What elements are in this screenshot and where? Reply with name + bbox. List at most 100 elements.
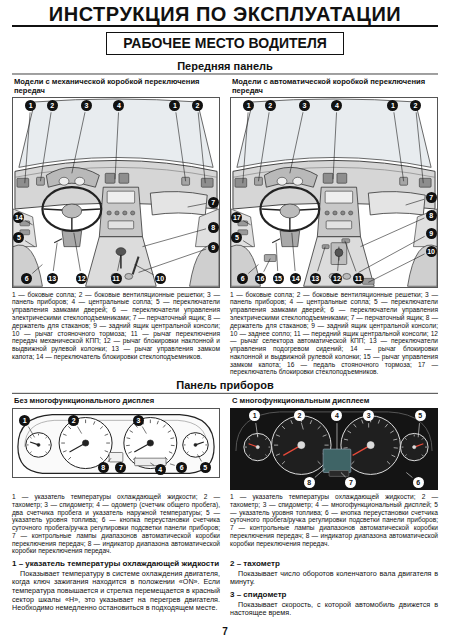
gauge (277, 178, 287, 186)
leader-line (72, 113, 85, 174)
gauge-tick (61, 443, 65, 444)
paragraph-text: Показывает температуру в системе охлажде… (12, 570, 220, 613)
leader-line (188, 204, 206, 208)
figure-heading: С многофункциональным дисплеем (230, 396, 438, 408)
button (123, 211, 127, 215)
gauge-tick (157, 421, 158, 424)
paragraph-text: Показывает число оборотов коленчатого ва… (230, 570, 438, 587)
leader-line (258, 113, 269, 182)
cluster-illustration (18, 415, 214, 474)
caption-text: 1 — боковые сопла; 2 — боковые вентиляци… (230, 291, 438, 376)
leader-line (315, 469, 325, 478)
button (325, 211, 329, 215)
gauge-hub (82, 440, 88, 446)
gear-indicator (329, 471, 349, 477)
steering-hub (280, 204, 300, 218)
callout-number: 3 (81, 100, 92, 111)
caption-text: 1 — указатель температуры охлаждающей жи… (12, 493, 220, 555)
gauge-tick (85, 420, 86, 424)
leader-line (142, 229, 206, 247)
gauge-tick (265, 455, 266, 456)
leader-line (359, 237, 425, 273)
caption-text: 1 — указатель температуры охлаждающей жи… (230, 493, 438, 547)
gauge-tick (276, 435, 280, 437)
gauge-tick (30, 452, 31, 453)
leader-line (416, 113, 423, 184)
steering-wheel (42, 188, 101, 232)
gauge-tick (282, 426, 285, 429)
gauge-hub (147, 440, 153, 446)
gauge-tick (126, 445, 130, 446)
gauge-tick (170, 437, 174, 439)
gear-knob (116, 248, 126, 256)
figure-frame: 123412145789613121110 (12, 97, 220, 287)
side-vent (201, 179, 213, 188)
leader-lines (256, 423, 420, 478)
gauge-tick (205, 444, 207, 445)
figure-heading: Модели с автоматической коробкой переклю… (230, 77, 438, 97)
gauge-tick (378, 420, 379, 424)
steering-spoke (300, 209, 319, 211)
gauge-tick (127, 437, 131, 439)
gauge-tick (245, 447, 247, 448)
page-title: ИНСТРУКЦИЯ ПО ЭКСПЛУАТАЦИИ (12, 3, 438, 25)
leader-line (243, 241, 252, 247)
gauge-tick (187, 437, 188, 438)
callout-number: 1 (243, 100, 254, 111)
gauge-hub (256, 445, 259, 448)
leader-line (176, 113, 186, 182)
leader-line (406, 200, 424, 206)
seat (408, 245, 437, 286)
callout-number: 5 (231, 232, 242, 243)
leader-line (318, 247, 326, 272)
gauge-tick (30, 437, 31, 438)
callout-number: 5 (200, 462, 211, 473)
callout-number: 8 (98, 462, 109, 473)
leader-line (345, 241, 356, 272)
cluster-photo (230, 408, 438, 490)
leader-line (368, 423, 369, 427)
cup-holder (343, 274, 351, 280)
leader-line (360, 218, 424, 247)
seat-heater-switch (342, 239, 350, 243)
center-vent (337, 174, 347, 184)
leader-line (25, 221, 32, 225)
steering-column (280, 231, 300, 247)
gauge-dial (183, 433, 209, 458)
callout-number: 5 (415, 410, 426, 421)
audio-unit (107, 192, 134, 204)
paragraph-heading: 2 – тахометр (230, 559, 438, 569)
callout-number: 3 (133, 415, 144, 426)
leader-line (290, 113, 303, 174)
leader-line (25, 113, 30, 184)
multi-display (323, 449, 351, 472)
steering-spoke (289, 218, 290, 231)
gauge-hub (37, 443, 40, 446)
page-number: 7 (205, 626, 245, 637)
gauge-tick (414, 435, 415, 437)
gauge-tick (38, 434, 39, 436)
steering-spoke (71, 218, 72, 231)
leader-line (142, 427, 146, 434)
cluster-outline (18, 415, 214, 474)
callout-number: 15 (273, 273, 284, 284)
gauge-tick (282, 461, 285, 464)
gauge-tick (390, 431, 394, 433)
figure-frame: 12345876 (230, 408, 438, 490)
figure-heading: Без многофункционального дисплея (12, 396, 220, 408)
climate-panel (326, 221, 352, 229)
button (333, 211, 337, 215)
gauge-hub (367, 442, 374, 449)
gear-indicator (109, 453, 123, 462)
gauge-hub (194, 443, 197, 446)
leader-line (243, 113, 248, 184)
instrument-hood (264, 168, 317, 188)
steering-spoke (43, 209, 62, 211)
steering-wheel (260, 188, 319, 232)
gauge-tick (171, 445, 175, 446)
selector-gate (331, 243, 347, 265)
gauge-tick (195, 434, 196, 436)
parking-brake (133, 257, 139, 275)
seat-heater-switch (322, 245, 329, 249)
